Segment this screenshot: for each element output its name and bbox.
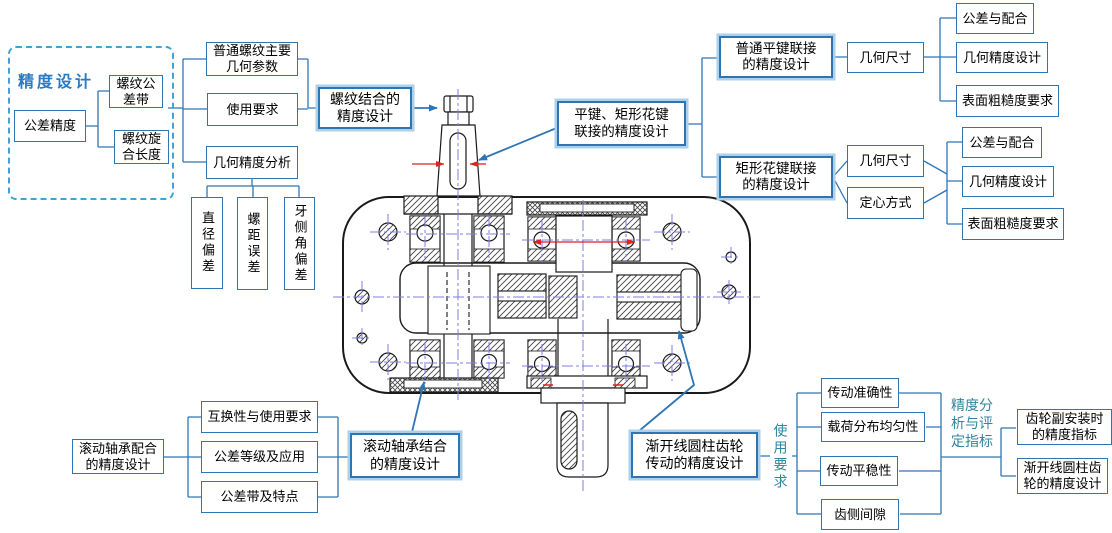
page-title: 精度设计 [18, 74, 95, 91]
box-bearing-interchange: 互换性与使用要求 [201, 401, 318, 433]
gearbox-drawing [333, 89, 760, 492]
box-diameter-deviation: 直径偏差 [191, 197, 223, 289]
red-dimension-marks [412, 161, 636, 386]
centerlines [333, 89, 760, 492]
box-spline-item-tolerance-fit: 公差与配合 [962, 127, 1042, 158]
connector-thread-branch [168, 58, 207, 163]
box-flat-key-item-roughness: 表面粗糙度要求 [956, 85, 1059, 117]
box-spline-geometry: 几何尺寸 [847, 145, 924, 177]
box-tolerance-precision: 公差精度 [14, 110, 86, 142]
arrow-keyway [478, 126, 560, 161]
box-flank-angle-deviation: 牙侧角偏差 [284, 197, 315, 290]
box-thread-usage: 使用要求 [207, 93, 298, 126]
connector-key-split [686, 57, 719, 178]
label-usage-requirements: 使用要求 [772, 423, 789, 491]
connector-bearing-right [318, 416, 350, 498]
callout-gear-drive: 渐开线圆柱齿轮传动的精度设计 [631, 432, 758, 478]
box-thread-tolerance-zone: 螺纹公差带 [109, 75, 163, 108]
connector-thread-callout [298, 58, 318, 110]
box-gear-backlash: 齿侧间隙 [821, 499, 899, 530]
arrow-gear-drive [638, 330, 696, 432]
box-pitch-error: 螺距误差 [237, 197, 268, 290]
box-thread-params: 普通螺纹主要几何参数 [206, 42, 298, 76]
connector-gear-usage [758, 392, 821, 515]
connector-deviations [206, 179, 300, 197]
box-bearing-grades: 公差等级及应用 [201, 441, 318, 473]
box-involute-gear-precision: 渐开线圆柱齿轮的精度设计 [1017, 458, 1108, 494]
callout-key-spline: 平键、矩形花键联接的精度设计 [557, 101, 686, 146]
tree-connectors [86, 17, 1016, 515]
precision-design-frame [8, 46, 174, 200]
gear-train [427, 265, 698, 335]
callout-arrows [411, 104, 696, 433]
box-spline-item-geo-precision: 几何精度设计 [962, 166, 1054, 197]
box-flat-key-geometry: 几何尺寸 [847, 42, 924, 73]
callout-bearing-fit: 滚动轴承结合的精度设计 [350, 433, 460, 478]
connector-gear-indicators [899, 392, 1016, 515]
connector-flatkey-chain [833, 17, 956, 102]
box-gear-load-distribution: 载荷分布均匀性 [821, 412, 925, 442]
arrow-bearing-fit [411, 381, 426, 433]
box-spline-centering: 定心方式 [847, 187, 924, 219]
box-bearing-fit-title: 滚动轴承配合的精度设计 [72, 439, 164, 474]
box-thread-engagement: 螺纹旋合长度 [114, 130, 169, 164]
connector-spline-chain [832, 141, 962, 225]
box-spline-item-roughness: 表面粗糙度要求 [962, 208, 1064, 240]
box-flat-key-item-tolerance-fit: 公差与配合 [956, 3, 1034, 34]
box-gear-smoothness: 传动平稳性 [820, 456, 898, 486]
label-analysis-indicators: 精度分析与评定指标 [951, 397, 993, 449]
callout-thread-fit: 螺纹结合的精度设计 [318, 87, 412, 129]
box-bearing-zones: 公差带及特点 [201, 481, 318, 513]
box-gear-install-indicators: 齿轮副安装时的精度指标 [1017, 409, 1112, 445]
box-thread-analysis: 几何精度分析 [206, 146, 298, 179]
box-gear-accuracy: 传动准确性 [821, 378, 899, 408]
connector-root [86, 90, 114, 148]
connector-bearing-left [164, 416, 201, 498]
box-spline-title: 矩形花键联接的精度设计 [719, 156, 833, 198]
box-flat-key-item-geo-precision: 几何精度设计 [956, 42, 1048, 73]
box-flat-key-title: 普通平键联接的精度设计 [719, 36, 833, 78]
